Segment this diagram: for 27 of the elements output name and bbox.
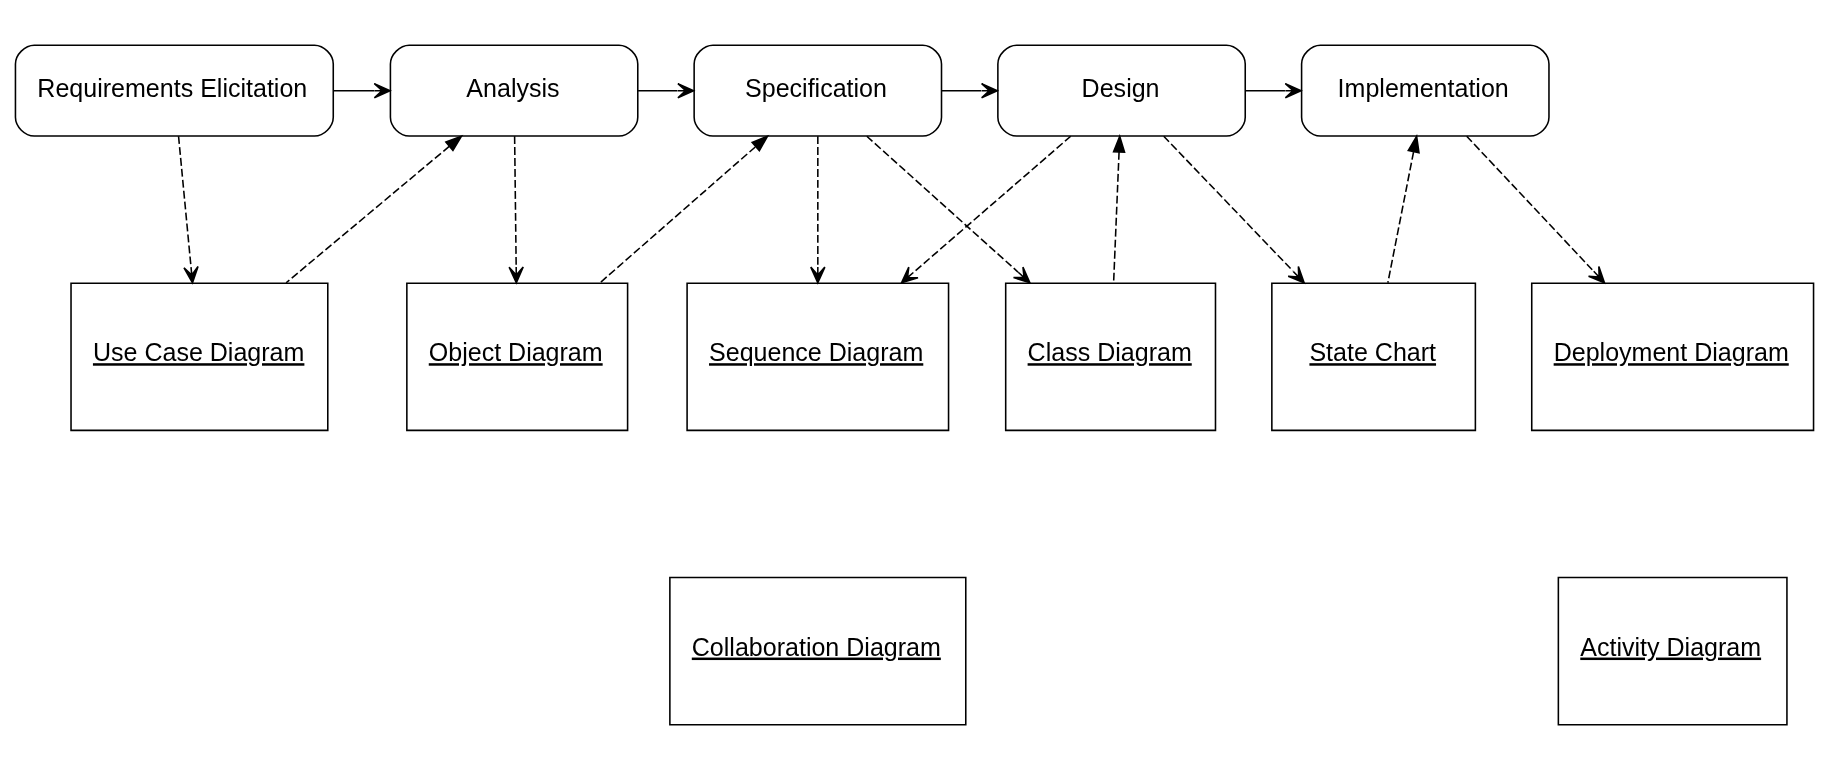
arrow — [1387, 133, 1420, 284]
arrow — [1244, 82, 1302, 99]
arrow — [941, 82, 999, 99]
node-box: Collaboration Diagram — [669, 576, 967, 726]
arrow — [900, 135, 1072, 284]
node-box: Specification — [693, 44, 943, 137]
node-box: Analysis — [389, 44, 639, 137]
node-box: Class Diagram — [1004, 282, 1217, 432]
arrow — [1162, 135, 1305, 284]
arrow — [866, 135, 1031, 284]
arrow — [332, 82, 391, 99]
arrow — [599, 134, 770, 284]
arrow — [177, 135, 199, 284]
node-box: Activity Diagram — [1557, 576, 1788, 726]
node-box: Use Case Diagram — [70, 282, 329, 432]
arrow — [637, 82, 695, 99]
node-box: Object Diagram — [406, 282, 629, 432]
arrow — [285, 134, 464, 284]
node-box: Design — [997, 44, 1247, 137]
node-box: Sequence Diagram — [686, 282, 950, 432]
node-box: State Chart — [1271, 282, 1477, 432]
arrow — [810, 135, 826, 284]
arrow — [1465, 135, 1606, 284]
node-box: Implementation — [1300, 44, 1550, 137]
arrow — [508, 135, 524, 284]
node-box: Deployment Diagram — [1530, 282, 1815, 432]
node-box: Requirements Elicitation — [14, 44, 335, 137]
